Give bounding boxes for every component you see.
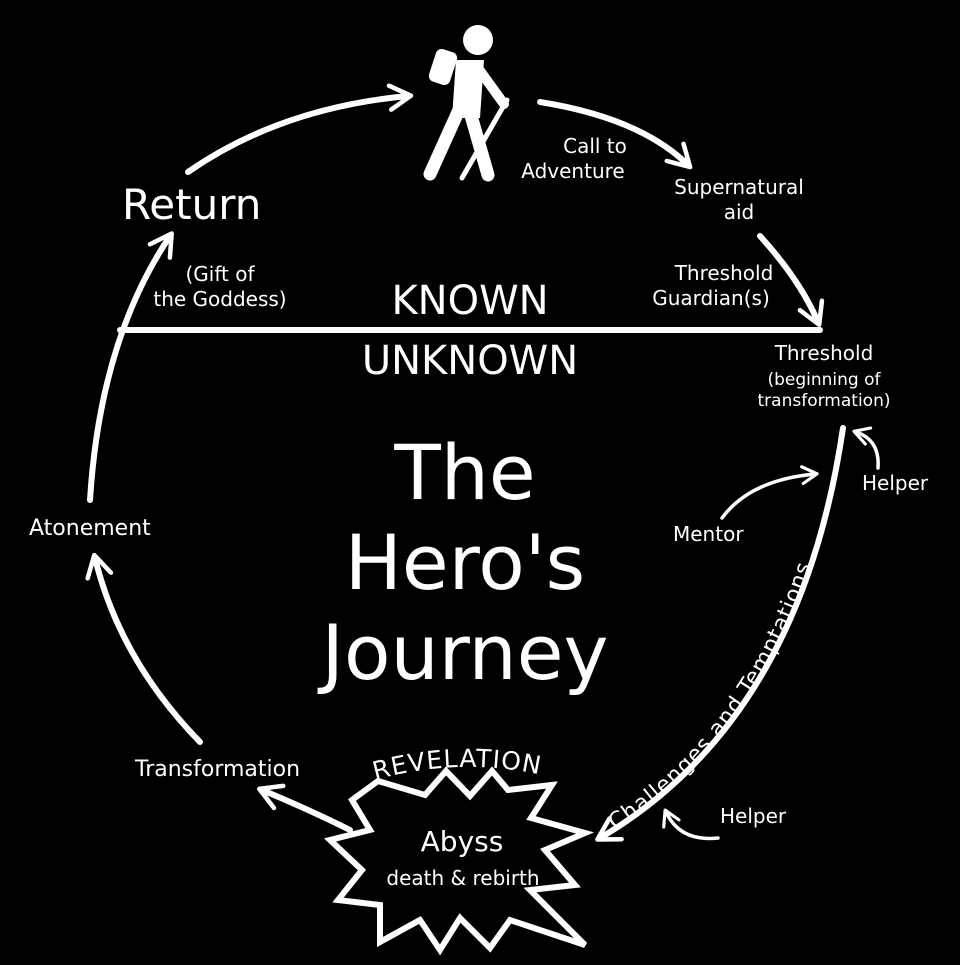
arrow-to-atonement [85, 552, 203, 745]
gift-line-1: (Gift of [185, 262, 255, 286]
arrow-return-to-hero [185, 83, 414, 175]
unknown-label: UNKNOWN [361, 338, 579, 384]
supernatural-aid-line-1: Supernatural [674, 175, 804, 199]
threshold-note: (beginning of transformation) [744, 370, 904, 413]
threshold-label: Threshold [774, 341, 874, 365]
known-label: KNOWN [391, 278, 549, 324]
abyss-note: death & rebirth [386, 866, 540, 890]
helper-top-label: Helper [862, 471, 929, 495]
atonement-label: Atonement [29, 516, 151, 541]
svg-text:Challenges and Temptations: Challenges and Temptations [604, 558, 817, 835]
arrow-to-return [87, 231, 174, 503]
transformation-label: Transformation [135, 757, 301, 782]
supernatural-aid-line-2: aid [723, 200, 755, 224]
arrow-to-transformation [256, 783, 353, 833]
call-to-adventure-label: Call to Adventure [508, 134, 638, 184]
supernatural-aid-label: Supernatural aid [660, 175, 818, 225]
title-line-2: Hero's [344, 518, 586, 607]
helper-bottom-label: Helper [720, 804, 787, 828]
arrow-mentor [720, 465, 819, 520]
arrow-to-threshold [757, 233, 825, 328]
abyss-label: Abyss [420, 825, 504, 858]
title-line-3: Journey [321, 608, 609, 697]
arrow-call-to-adventure [537, 99, 693, 170]
mentor-label: Mentor [673, 522, 744, 546]
page-title: The Hero's Journey [300, 428, 630, 698]
gift-label: (Gift of the Goddess) [140, 262, 300, 312]
threshold-guardians-line-1: Threshold [674, 261, 774, 285]
gift-line-2: the Goddess) [153, 287, 287, 311]
starburst-icon [323, 766, 595, 956]
threshold-note-line-1: (beginning of [767, 370, 881, 390]
return-label: Return [122, 180, 262, 229]
threshold-guardians-label: Threshold Guardian(s) [636, 261, 786, 311]
title-line-1: The [394, 428, 536, 517]
call-to-adventure-line-1: Call to [563, 134, 627, 158]
call-to-adventure-line-2: Adventure [521, 159, 625, 183]
arrow-challenges [595, 425, 846, 842]
challenges-label: Challenges and Temptations [604, 558, 816, 835]
threshold-guardians-line-2: Guardian(s) [652, 286, 770, 310]
arrow-helper-bottom [662, 808, 720, 841]
hiker-icon [423, 25, 510, 182]
arrow-helper-top [852, 426, 880, 470]
threshold-note-line-2: transformation) [757, 391, 891, 412]
